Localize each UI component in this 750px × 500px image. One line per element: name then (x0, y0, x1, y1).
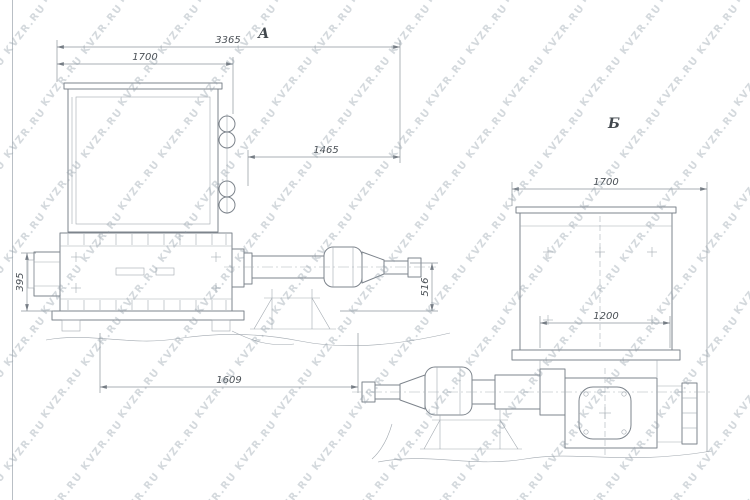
view-b-label: Б (607, 116, 620, 132)
dim-shaft-height-a: 516 (420, 277, 431, 296)
view-a-shaft-assembly (224, 246, 436, 288)
dim-left-height-a: 395 (15, 272, 26, 291)
dim-top-width-a: 1700 (132, 52, 157, 63)
view-a-hopper (63, 82, 223, 233)
dim-overall-a: 3365 (215, 35, 240, 46)
view-a-dimensions: 3365 1700 1465 395 516 (15, 35, 438, 393)
dim-base-width-a: 1609 (216, 375, 241, 386)
dim-side-span-a: 1465 (313, 145, 338, 156)
view-a-body (59, 232, 233, 312)
view-a-drawing: 3365 1700 1465 395 516 (15, 26, 451, 393)
view-b-box (511, 206, 681, 377)
view-b-gearbox (564, 368, 698, 456)
view-a-left-flange (27, 251, 61, 297)
view-a-label: А (257, 26, 269, 42)
view-b-dimensions: 1700 1200 (511, 177, 708, 452)
view-b-stand (371, 410, 713, 463)
drawing-frame-left (12, 0, 13, 500)
view-b-shaft-assembly (352, 366, 712, 416)
view-a-base (45, 310, 451, 346)
dim-top-width-b: 1700 (593, 177, 618, 188)
view-a-rollers (218, 114, 236, 214)
dim-inner-width-b: 1200 (593, 311, 618, 322)
view-b-drawing: 1700 1200 Б (352, 116, 713, 463)
view-a-shaft-stand (250, 289, 336, 330)
